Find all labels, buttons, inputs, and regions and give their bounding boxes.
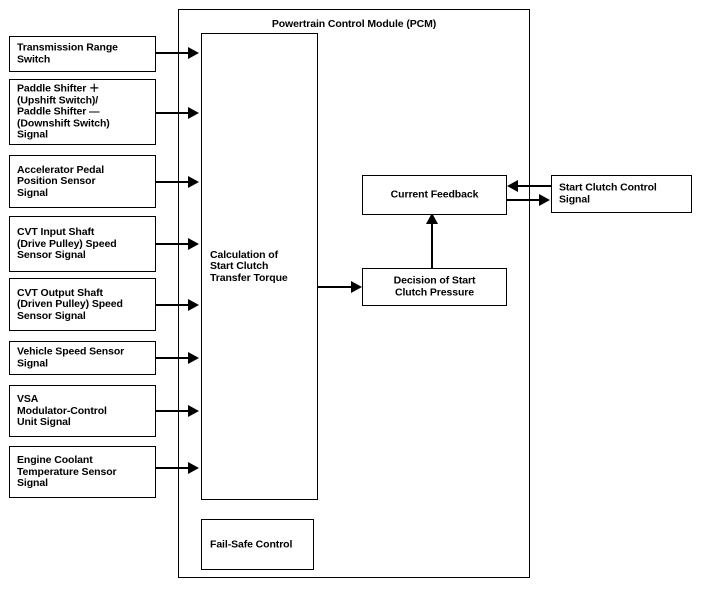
input-box-vsa-modulator-control-unit: VSA Modulator-Control Unit Signal [9, 385, 156, 437]
connector-line-input-7 [156, 410, 190, 412]
arrow-input-3 [188, 176, 199, 188]
input-label: Paddle Shifter ＋ (Upshift Switch)/ Paddl… [17, 82, 110, 141]
output-box-start-clutch-control-signal: Start Clutch Control Signal [551, 175, 692, 213]
input-label: CVT Output Shaft (Driven Pulley) Speed S… [17, 286, 123, 322]
block-label: Decision of Start Clutch Pressure [393, 274, 476, 298]
input-label: Transmission Range Switch [17, 41, 118, 65]
arrow-input-5 [188, 299, 199, 311]
arrow-input-4 [188, 238, 199, 250]
input-box-cvt-output-shaft-speed-sensor: CVT Output Shaft (Driven Pulley) Speed S… [9, 278, 156, 331]
input-label: Vehicle Speed Sensor Signal [17, 345, 125, 369]
connector-line-current-feedback-to-start-clutch [507, 199, 541, 201]
arrow-input-7 [188, 405, 199, 417]
block-label: Current Feedback [390, 188, 479, 201]
input-box-vehicle-speed-sensor: Vehicle Speed Sensor Signal [9, 341, 156, 375]
connector-line-input-3 [156, 181, 190, 183]
input-label: Engine Coolant Temperature Sensor Signal [17, 453, 117, 489]
block-calculation-of-start-clutch-transfer-torque: Calculation of Start Clutch Transfer Tor… [201, 33, 318, 500]
arrow-input-8 [188, 462, 199, 474]
connector-line-start-clutch-to-current-feedback [518, 185, 552, 187]
connector-line-input-1 [156, 52, 190, 54]
input-label: Accelerator Pedal Position Sensor Signal [17, 163, 105, 199]
connector-line-input-8 [156, 467, 190, 469]
connector-line-decision-to-current-feedback [431, 222, 433, 268]
connector-line-calculation-to-decision [318, 286, 355, 288]
arrow-calculation-to-decision [351, 281, 362, 293]
block-label: Fail-Safe Control [210, 537, 293, 550]
arrow-current-feedback-to-start-clutch [539, 194, 550, 206]
block-fail-safe-control: Fail-Safe Control [201, 519, 314, 570]
connector-line-input-2 [156, 112, 190, 114]
input-box-accelerator-pedal-position-sensor: Accelerator Pedal Position Sensor Signal [9, 155, 156, 208]
input-box-engine-coolant-temperature-sensor: Engine Coolant Temperature Sensor Signal [9, 446, 156, 498]
pcm-title: Powertrain Control Module (PCM) [271, 18, 437, 30]
input-label: VSA Modulator-Control Unit Signal [17, 392, 107, 428]
arrow-input-1 [188, 47, 199, 59]
arrow-input-2 [188, 107, 199, 119]
connector-line-input-6 [156, 357, 190, 359]
output-label: Start Clutch Control Signal [559, 181, 657, 205]
connector-line-input-4 [156, 243, 190, 245]
block-current-feedback: Current Feedback [362, 175, 507, 215]
arrow-input-6 [188, 352, 199, 364]
input-box-transmission-range-switch: Transmission Range Switch [9, 36, 156, 72]
arrow-start-clutch-to-current-feedback [507, 180, 518, 192]
input-label: CVT Input Shaft (Drive Pulley) Speed Sen… [17, 225, 117, 261]
block-label: Calculation of Start Clutch Transfer Tor… [210, 248, 288, 284]
connector-line-input-5 [156, 304, 190, 306]
input-box-cvt-input-shaft-speed-sensor: CVT Input Shaft (Drive Pulley) Speed Sen… [9, 216, 156, 272]
input-box-paddle-shifter: Paddle Shifter ＋ (Upshift Switch)/ Paddl… [9, 79, 156, 145]
arrow-decision-to-current-feedback [426, 213, 438, 224]
block-decision-of-start-clutch-pressure: Decision of Start Clutch Pressure [362, 268, 507, 306]
